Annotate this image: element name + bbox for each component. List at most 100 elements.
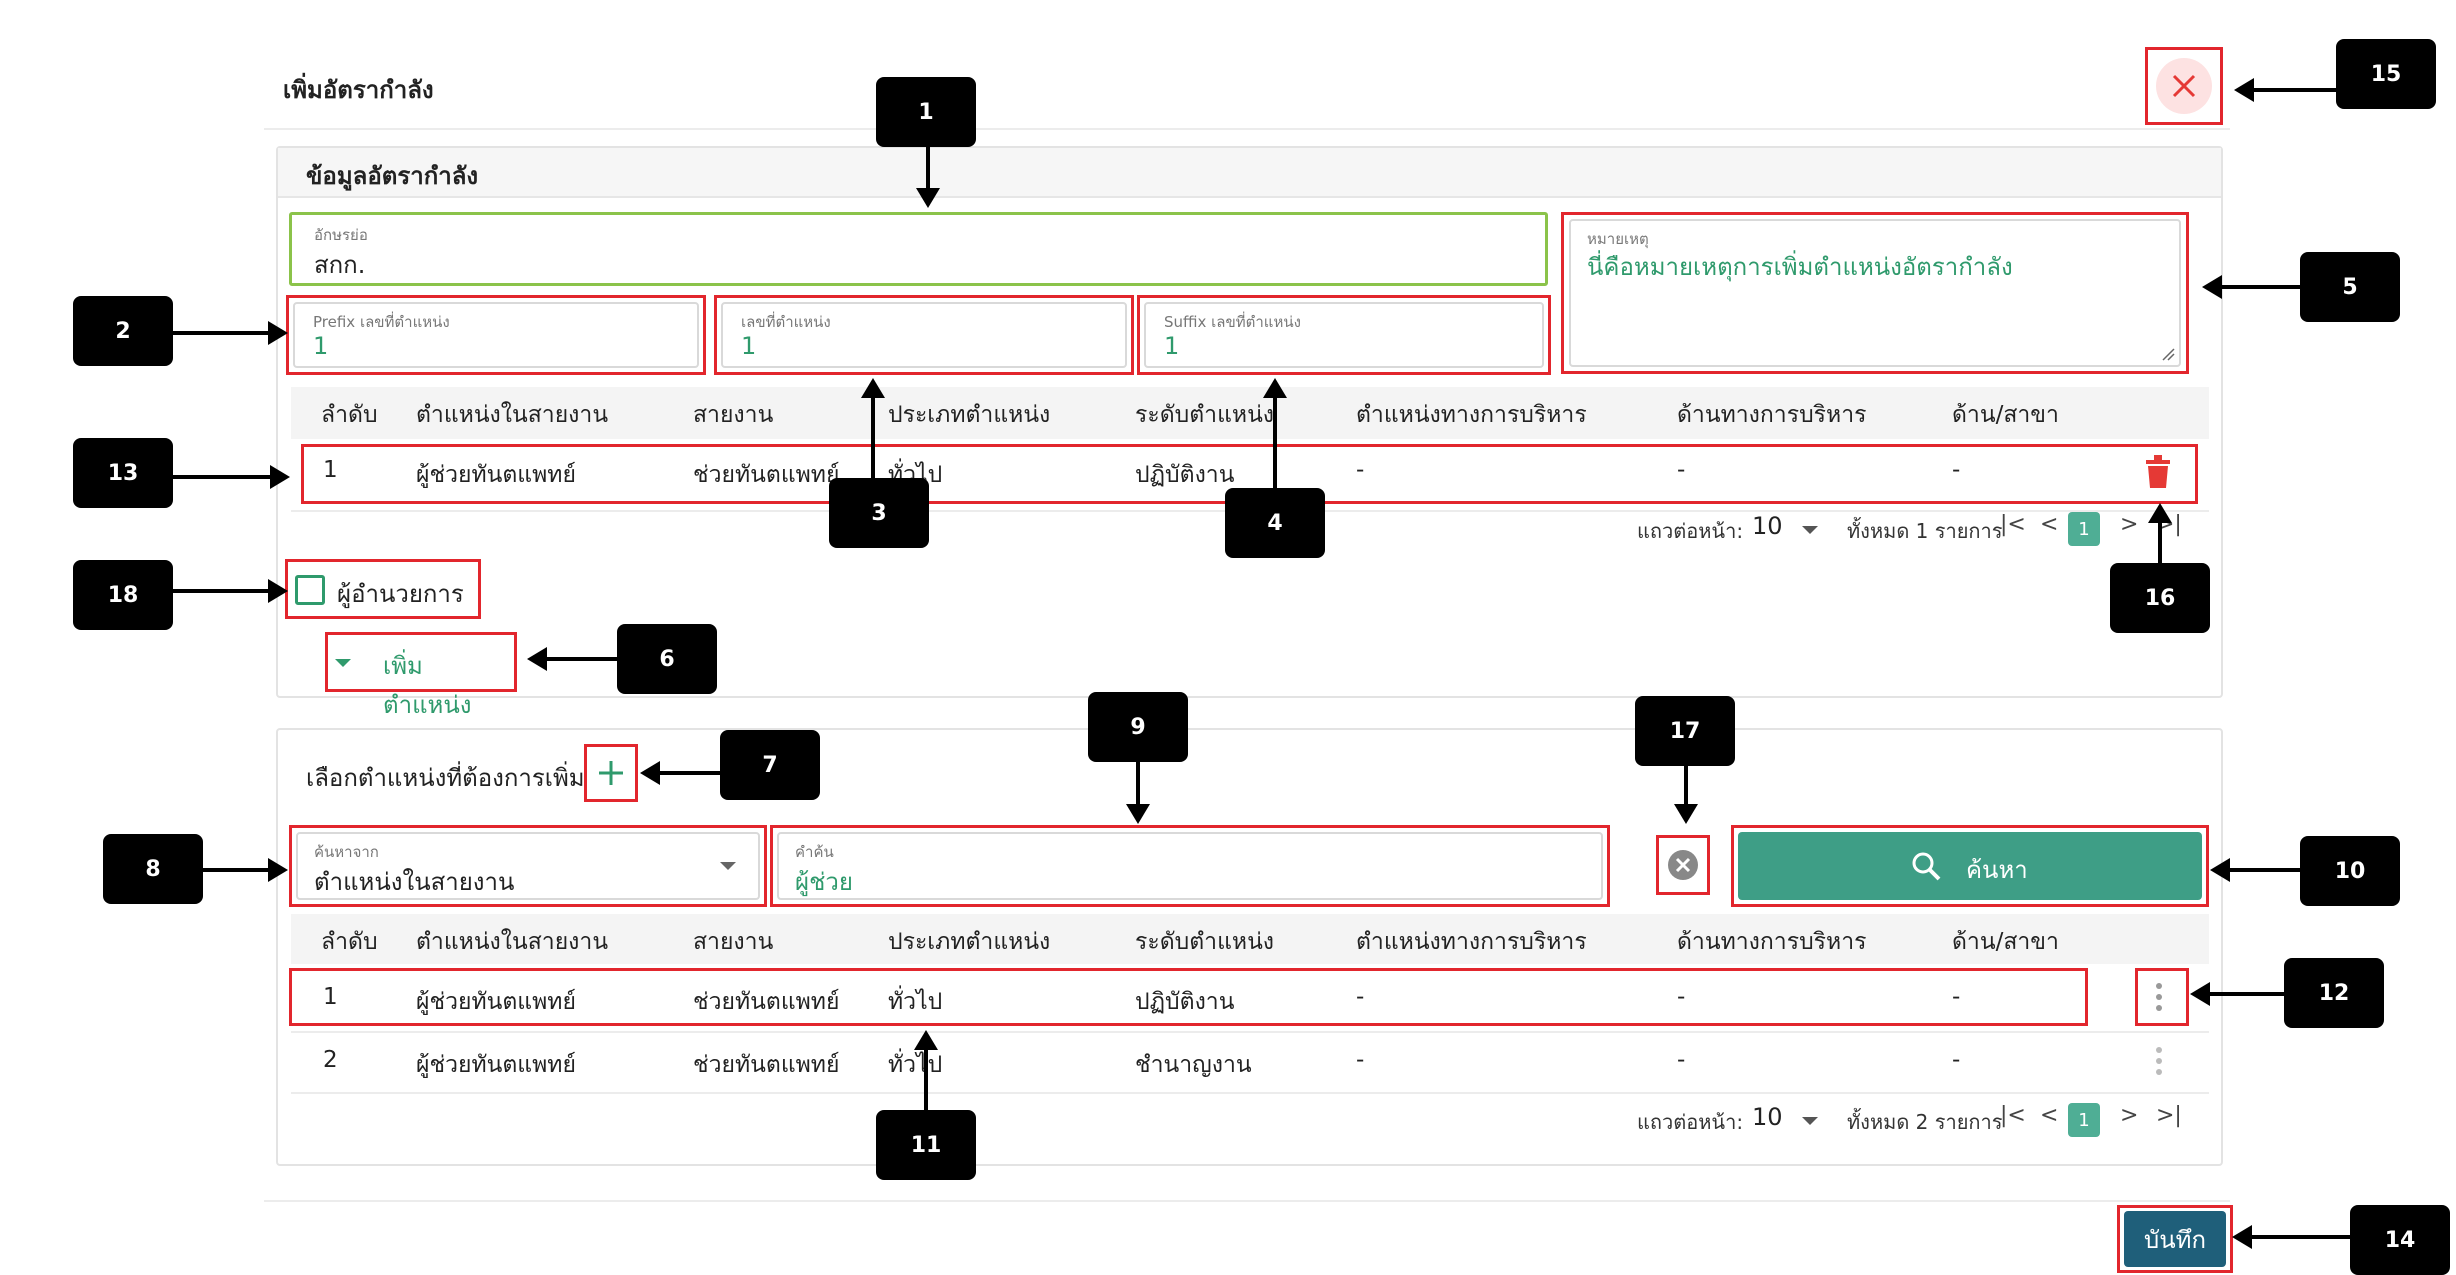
table-cell: - — [1677, 1047, 1686, 1073]
callout-badge: 15 — [2336, 39, 2436, 109]
table-cell: ผู้ช่วยทันตแพทย์ — [416, 989, 576, 1015]
search-from-label: ค้นหาจาก — [314, 843, 379, 861]
page-number[interactable]: 1 — [2068, 1103, 2100, 1137]
column-header: ประเภทตำแหน่ง — [888, 402, 1051, 428]
callout-line — [926, 147, 930, 203]
callout-line — [924, 1035, 928, 1110]
callout-arrowhead — [2202, 275, 2222, 299]
clear-highlight — [1656, 835, 1710, 895]
kebab-highlight — [2135, 968, 2189, 1026]
table-cell: 2 — [323, 1047, 338, 1073]
keyword-input[interactable]: คำค้น ผู้ช่วย — [777, 832, 1603, 900]
remark-value: นี่คือหมายเหตุการเพิ่มตำแหน่งอัตรากำลัง — [1587, 253, 2013, 281]
table-cell: ปฏิบัติงาน — [1135, 462, 1235, 488]
callout-line — [203, 868, 283, 872]
callout-line — [173, 331, 283, 335]
callout-badge: 6 — [617, 624, 717, 694]
column-header: ตำแหน่งทางการบริหาร — [1356, 402, 1587, 428]
position-no-field[interactable]: เลขที่ตำแหน่ง 1 — [721, 302, 1127, 368]
rows-per-page-select[interactable]: 10 — [1752, 1103, 1783, 1131]
table-cell: ปฏิบัติงาน — [1135, 989, 1235, 1015]
table-cell: ผู้ช่วยทันตแพทย์ — [416, 462, 576, 488]
plus-icon[interactable] — [596, 758, 626, 788]
prefix-field[interactable]: Prefix เลขที่ตำแหน่ง 1 — [293, 302, 699, 368]
first-page-icon[interactable]: |< — [2000, 512, 2026, 537]
callout-arrowhead — [2234, 78, 2254, 102]
section-select-position-title: เลือกตำแหน่งที่ต้องการเพิ่ม — [306, 764, 585, 792]
footer-divider — [264, 1200, 2230, 1202]
callout-arrowhead — [916, 188, 940, 208]
last-page-icon[interactable]: >| — [2156, 1103, 2182, 1128]
column-header: ตำแหน่งในสายงาน — [416, 402, 609, 428]
column-header: ตำแหน่งทางการบริหาร — [1356, 929, 1587, 955]
table-cell: - — [1356, 984, 1365, 1010]
close-button[interactable] — [2156, 58, 2212, 114]
callout-arrowhead — [268, 579, 288, 603]
rows-per-page-select[interactable]: 10 — [1752, 512, 1783, 540]
suffix-value: 1 — [1164, 332, 1180, 360]
keyword-label: คำค้น — [795, 843, 834, 861]
callout-arrowhead — [914, 1030, 938, 1050]
callout-badge: 9 — [1088, 692, 1188, 762]
table-cell: 1 — [323, 457, 338, 483]
first-page-icon[interactable]: |< — [2000, 1103, 2026, 1128]
remark-field[interactable]: หมายเหตุ นี่คือหมายเหตุการเพิ่มตำแหน่งอั… — [1569, 219, 2181, 367]
search-button[interactable]: ค้นหา — [1738, 832, 2202, 900]
dialog-title: เพิ่มอัตรากำลัง — [283, 76, 434, 104]
suffix-highlight — [1137, 295, 1551, 375]
add-position-label: เพิ่มตำแหน่ง — [383, 652, 472, 719]
search-from-select[interactable]: ค้นหาจาก ตำแหน่งในสายงาน — [296, 832, 760, 900]
column-header: ด้านทางการบริหาร — [1677, 402, 1867, 428]
suffix-field[interactable]: Suffix เลขที่ตำแหน่ง 1 — [1144, 302, 1544, 368]
callout-badge: 7 — [720, 730, 820, 800]
delete-button[interactable] — [2143, 452, 2177, 492]
prev-page-icon[interactable]: < — [2040, 1103, 2059, 1128]
callout-badge: 18 — [73, 560, 173, 630]
callout-line — [648, 771, 720, 775]
callout-arrowhead — [270, 465, 290, 489]
kebab-icon[interactable] — [2154, 1046, 2164, 1076]
section-position-info-header — [278, 148, 2221, 198]
remark-highlight — [1561, 212, 2189, 374]
prefix-label: Prefix เลขที่ตำแหน่ง — [313, 313, 450, 331]
column-header: ด้าน/สาขา — [1952, 402, 2059, 428]
kebab-icon[interactable] — [2154, 982, 2164, 1012]
callout-line — [1684, 766, 1688, 818]
position-no-value: 1 — [741, 332, 757, 360]
position-no-label: เลขที่ตำแหน่ง — [741, 313, 831, 331]
callout-line — [1136, 762, 1140, 819]
callout-line — [2198, 992, 2284, 996]
table1-header — [291, 387, 2209, 439]
add-position-toggle[interactable]: เพิ่มตำแหน่ง — [333, 640, 511, 719]
next-page-icon[interactable]: > — [2120, 1103, 2139, 1128]
column-header: สายงาน — [693, 929, 774, 955]
table2-row-highlight — [289, 968, 2088, 1026]
page-number[interactable]: 1 — [2068, 512, 2100, 546]
table-cell: - — [1356, 457, 1365, 483]
rows-dropdown-icon[interactable] — [1800, 1115, 1820, 1127]
table2-header — [291, 914, 2209, 964]
callout-arrowhead — [2190, 982, 2210, 1006]
prev-page-icon[interactable]: < — [2040, 512, 2059, 537]
save-button[interactable]: บันทึก — [2124, 1211, 2226, 1267]
suffix-label: Suffix เลขที่ตำแหน่ง — [1164, 313, 1301, 331]
rows-per-page-label: แถวต่อหน้า: — [1637, 1110, 1744, 1134]
next-page-icon[interactable]: > — [2120, 512, 2139, 537]
table-cell: - — [1356, 1047, 1365, 1073]
table-cell: 1 — [323, 984, 338, 1010]
callout-badge: 10 — [2300, 836, 2400, 906]
callout-line — [2158, 510, 2162, 563]
search-from-value: ตำแหน่งในสายงาน — [314, 868, 515, 896]
search-from-highlight — [289, 825, 767, 907]
clear-icon[interactable] — [1667, 849, 1699, 881]
abbr-field[interactable]: อักษรย่อ สกก. — [289, 212, 1548, 286]
save-highlight — [2117, 1205, 2233, 1273]
callout-arrowhead — [640, 761, 660, 785]
rows-dropdown-icon[interactable] — [1800, 524, 1820, 536]
table-cell: ผู้ช่วยทันตแพทย์ — [416, 1052, 576, 1078]
director-checkbox[interactable] — [295, 575, 325, 605]
search-button-highlight — [1731, 825, 2209, 907]
callout-arrowhead — [1126, 804, 1150, 824]
resize-handle-icon[interactable] — [2161, 347, 2175, 361]
director-label: ผู้อำนวยการ — [337, 580, 464, 608]
